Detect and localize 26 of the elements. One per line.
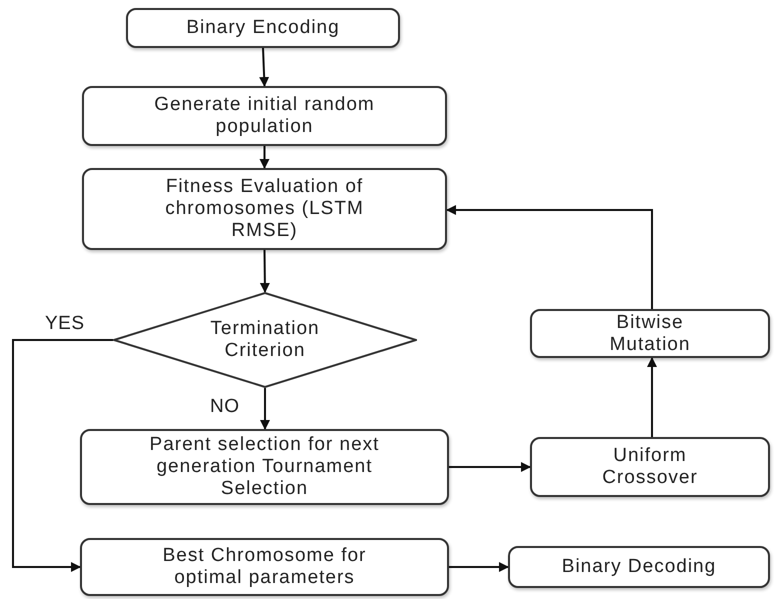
process-box — [82, 168, 447, 250]
node-text: Uniform Crossover — [601, 445, 699, 489]
arrow — [260, 146, 270, 169]
process-box — [80, 538, 449, 596]
process-box — [80, 429, 449, 505]
process-box — [82, 86, 447, 146]
arrow — [260, 388, 270, 430]
process-box — [126, 8, 400, 48]
arrow — [12, 339, 113, 572]
node-text: Best Chromosome for optimal parameters — [162, 545, 368, 589]
arrow — [446, 205, 653, 309]
process-box — [530, 309, 770, 358]
node-text: Binary Decoding — [560, 556, 718, 578]
node-text: Parent selection for next generation Tournament Selection — [148, 434, 380, 500]
arrow — [647, 357, 657, 437]
node-text: Fitness Evaluation of chromosomes (LSTM RMSE) — [164, 176, 365, 242]
node-text: Bitwise Mutation — [608, 312, 692, 356]
node-text: Generate initial random population — [153, 94, 376, 138]
arrow — [259, 48, 270, 87]
arrow — [260, 250, 270, 293]
arrow — [449, 562, 509, 572]
arrow — [449, 462, 531, 472]
node-text: Binary Encoding — [185, 17, 341, 39]
process-box — [508, 546, 770, 588]
process-box — [530, 437, 770, 497]
node-text: Termination Criterion — [209, 318, 321, 362]
